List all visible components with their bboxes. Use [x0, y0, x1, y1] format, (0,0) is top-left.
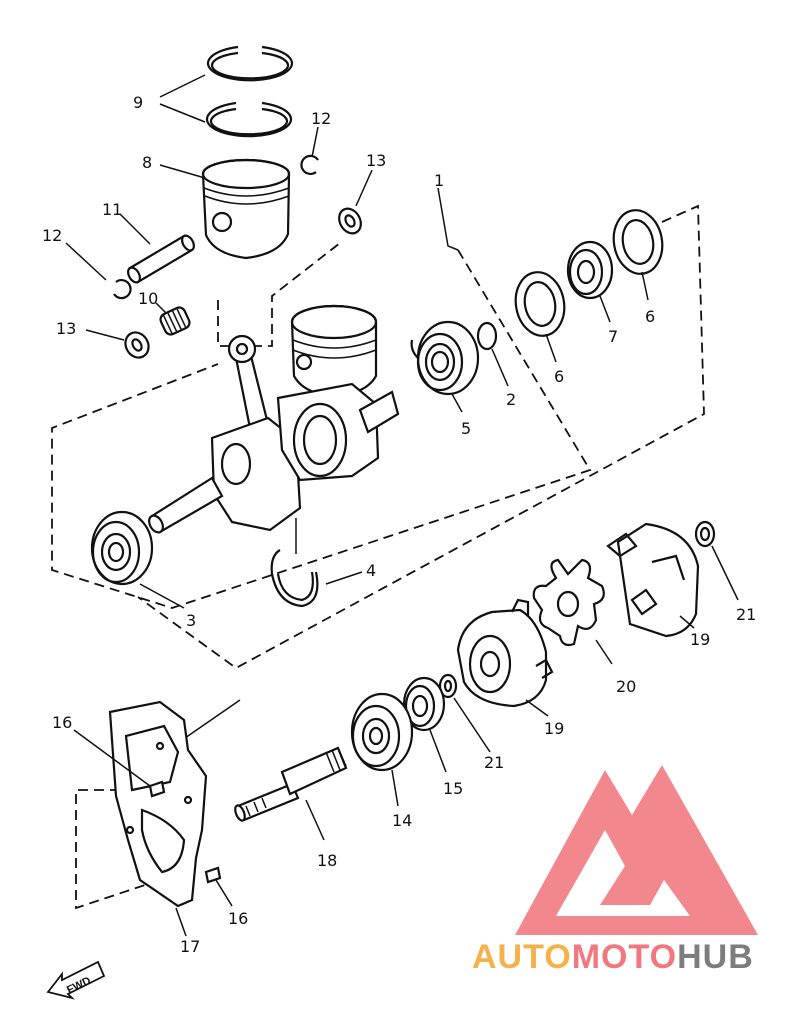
watermark-logo: AUTOMOTOHUB [472, 765, 758, 976]
piston-pin [119, 213, 195, 284]
bearing-3 [90, 510, 185, 609]
leader-17-link [184, 699, 241, 739]
washers-21 [438, 520, 739, 753]
callout-20: 20 [616, 677, 636, 696]
circlip-4 [270, 518, 363, 608]
callout-8: 8 [142, 153, 152, 172]
circlips [65, 126, 319, 300]
watermark-text-moto: MOTO [572, 938, 677, 976]
bearing-15 [402, 676, 447, 773]
gasket [108, 700, 208, 937]
callout-16-upper: 16 [52, 713, 72, 732]
coupling-lower [456, 598, 554, 717]
callout-21-upper: 21 [736, 605, 756, 624]
callout-3: 3 [186, 611, 196, 630]
washer-right [338, 207, 362, 235]
callout-6-lower: 6 [554, 367, 564, 386]
callout-16-lower: 16 [228, 909, 248, 928]
crank-assembly-outline [217, 242, 341, 347]
callout-7: 7 [608, 327, 618, 346]
callout-17: 17 [180, 937, 200, 956]
washer-left [124, 331, 150, 359]
callout-15: 15 [443, 779, 463, 798]
forward-direction-arrow-icon: FWD [46, 960, 106, 1000]
callout-4: 4 [366, 561, 376, 580]
callout-14: 14 [392, 811, 412, 830]
callout-13-right: 13 [366, 151, 386, 170]
rubber-damper [532, 558, 613, 665]
crank-seal [292, 402, 348, 478]
piston-pin-bore [211, 211, 233, 233]
washer-21-lower [438, 673, 458, 699]
crankshaft-assembly [148, 304, 400, 534]
oil-seal-upper [612, 209, 664, 275]
watermark-text-auto: AUTO [472, 938, 572, 976]
o-ring [476, 321, 509, 387]
watermark-triangle-icon [515, 765, 758, 935]
callout-5: 5 [461, 419, 471, 438]
callout-6-upper: 6 [645, 307, 655, 326]
washers [85, 169, 373, 359]
callout-13-left: 13 [56, 319, 76, 338]
lower-outline [51, 249, 592, 609]
callout-12-left: 12 [42, 226, 62, 245]
washer-21-upper [694, 520, 716, 548]
callout-2: 2 [506, 390, 516, 409]
drive-shaft [234, 746, 348, 841]
oil-seals [514, 209, 664, 363]
piston-rings [159, 45, 294, 138]
bearing-7 [566, 240, 614, 323]
callout-19-lower: 19 [544, 719, 564, 738]
svg-text:AUTOMOTOHUB: AUTOMOTOHUB [472, 938, 754, 976]
piston-ring-lower [205, 101, 293, 138]
callout-numbers: 1 2 3 4 5 6 6 7 8 9 10 11 12 12 13 13 14… [42, 93, 756, 956]
dowel-pins [73, 729, 233, 907]
coupling-upper [606, 522, 700, 638]
circlip-right [300, 154, 319, 175]
callout-18: 18 [317, 851, 337, 870]
piston [159, 158, 291, 260]
assembly-outline [51, 187, 705, 910]
leader-1 [437, 187, 459, 251]
callout-1: 1 [434, 171, 444, 190]
callout-9: 9 [133, 93, 143, 112]
callout-12-right: 12 [311, 109, 331, 128]
circlip-left [113, 279, 132, 300]
big-outline [137, 204, 705, 670]
dowel-pin-lower [204, 866, 222, 884]
callout-21-lower: 21 [484, 753, 504, 772]
needle-bearing [155, 302, 191, 336]
watermark-text-hub: HUB [677, 938, 754, 976]
callout-11: 11 [102, 200, 122, 219]
piston-ring-upper [206, 45, 294, 82]
bearing-14 [350, 692, 414, 807]
dowel-pin-upper [148, 780, 166, 798]
oil-seal-lower [514, 271, 566, 337]
bearing-5 [410, 320, 480, 413]
gasket-outline [75, 789, 167, 910]
callout-19-upper: 19 [690, 630, 710, 649]
callout-10: 10 [138, 289, 158, 308]
